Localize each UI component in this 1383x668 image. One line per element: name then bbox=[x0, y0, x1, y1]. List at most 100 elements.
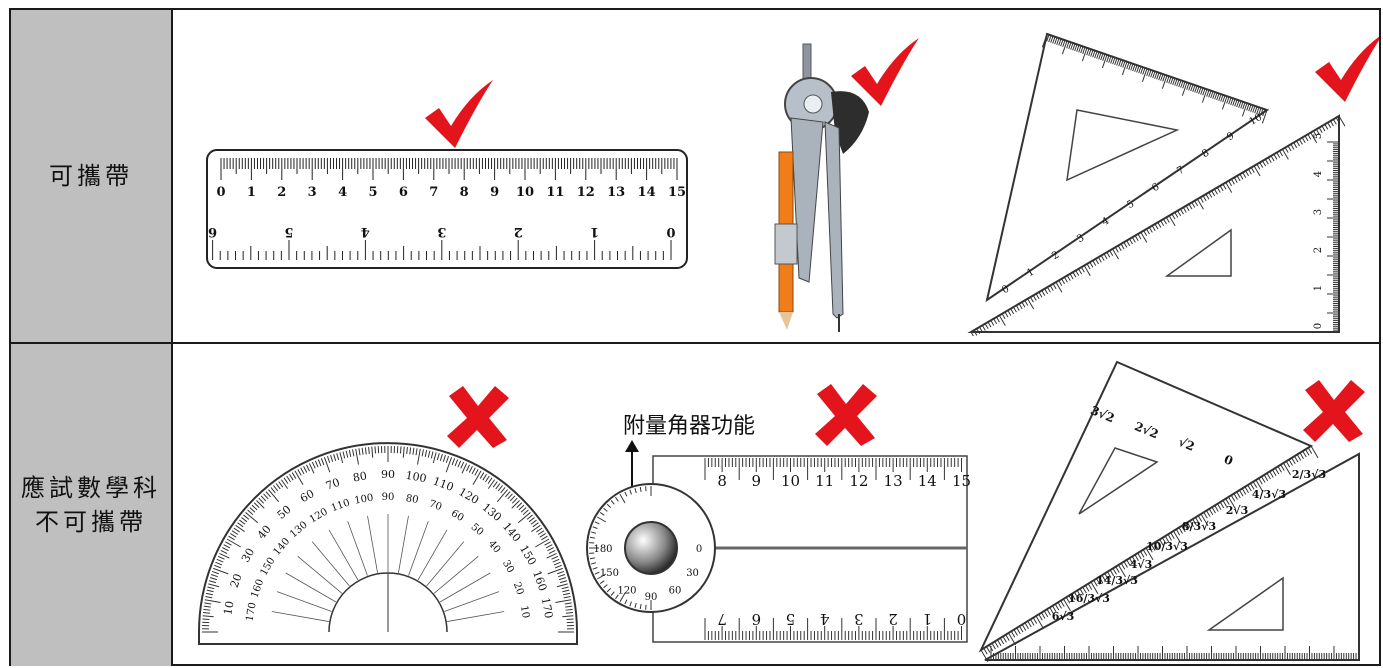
tick-mark bbox=[436, 453, 440, 461]
tick-mark bbox=[1142, 67, 1146, 75]
protractor-spoke bbox=[408, 520, 429, 576]
tick-mark bbox=[1274, 467, 1280, 475]
tick-mark bbox=[1027, 298, 1035, 310]
tick-mark bbox=[615, 594, 619, 600]
tick-mark bbox=[1172, 78, 1176, 86]
ruler-number: 13 bbox=[884, 472, 903, 490]
tick-mark bbox=[1335, 117, 1340, 124]
tick-mark bbox=[610, 500, 615, 505]
tick-mark bbox=[1100, 53, 1104, 61]
tick-mark bbox=[1116, 58, 1120, 66]
tick-mark bbox=[1092, 50, 1096, 58]
ruler-number: 10 bbox=[781, 472, 800, 490]
tick-mark bbox=[306, 464, 310, 472]
tick-mark bbox=[1046, 34, 1050, 42]
tick-mark bbox=[466, 464, 470, 472]
tick-mark bbox=[1115, 566, 1120, 573]
tick-mark bbox=[1024, 300, 1029, 306]
protractor-spoke bbox=[426, 541, 465, 587]
tick-mark bbox=[1154, 223, 1159, 230]
tick-mark bbox=[1131, 237, 1136, 243]
tick-mark bbox=[1126, 240, 1131, 246]
protractor-number: 30 bbox=[239, 546, 257, 565]
tick-mark bbox=[1242, 102, 1246, 110]
tick-mark bbox=[1285, 461, 1291, 468]
tick-mark bbox=[1211, 506, 1216, 514]
protractor-spoke bbox=[311, 541, 350, 587]
tick-mark bbox=[1239, 489, 1244, 497]
ruler-number: 12 bbox=[849, 472, 868, 490]
tick-mark bbox=[979, 326, 983, 333]
tick-mark bbox=[1200, 513, 1209, 527]
tick-mark bbox=[1245, 170, 1250, 177]
tick-mark bbox=[1269, 471, 1274, 478]
tick-mark bbox=[1165, 217, 1170, 223]
tick-mark bbox=[1013, 306, 1017, 313]
tick-mark bbox=[1010, 631, 1016, 638]
tick-mark bbox=[1176, 79, 1180, 87]
scale-number: 0 bbox=[1313, 323, 1324, 329]
tick-mark bbox=[619, 494, 626, 504]
tick-mark bbox=[495, 483, 501, 490]
protractor-spoke bbox=[439, 572, 491, 603]
tick-mark bbox=[1110, 56, 1114, 64]
tick-mark bbox=[1151, 225, 1156, 232]
tick-mark bbox=[1134, 235, 1139, 241]
tick-mark bbox=[1118, 564, 1126, 578]
protractor-number: 20 bbox=[228, 572, 245, 590]
fraction-label: 16/3√3 bbox=[1068, 592, 1110, 605]
tick-mark bbox=[214, 564, 222, 569]
cross-mark-icon bbox=[815, 384, 877, 446]
tick-mark bbox=[1293, 142, 1298, 148]
ruler-number: 7 bbox=[717, 610, 727, 628]
tick-mark bbox=[1241, 488, 1247, 495]
tick-mark bbox=[1095, 258, 1099, 265]
tick-mark bbox=[300, 467, 305, 475]
tick-mark bbox=[1107, 571, 1112, 579]
tick-mark bbox=[415, 448, 418, 456]
tick-mark bbox=[980, 649, 989, 663]
tick-mark bbox=[1310, 445, 1319, 459]
tick-mark bbox=[291, 472, 297, 479]
tick-mark bbox=[1083, 265, 1091, 276]
ruler-number: 4 bbox=[361, 224, 370, 239]
tick-mark bbox=[1122, 60, 1126, 68]
tick-mark bbox=[1191, 202, 1196, 208]
tick-mark bbox=[1332, 119, 1337, 125]
ruler-number: 5 bbox=[786, 610, 796, 628]
tick-mark bbox=[1228, 496, 1236, 510]
tick-mark bbox=[445, 455, 450, 463]
tick-mark bbox=[1140, 551, 1145, 558]
protractor-function-annotation: 附量角器功能 bbox=[623, 414, 756, 439]
tick-mark bbox=[1008, 632, 1016, 646]
tick-mark bbox=[624, 491, 628, 497]
tick-mark bbox=[1088, 49, 1092, 57]
tick-mark bbox=[1240, 101, 1244, 109]
ruler-number: 4 bbox=[820, 610, 830, 628]
tick-mark bbox=[1220, 94, 1224, 102]
tick-mark bbox=[1197, 515, 1203, 522]
tick-mark bbox=[1156, 72, 1160, 80]
dial-number: 180 bbox=[593, 544, 612, 555]
protractor-spoke bbox=[328, 529, 359, 581]
tick-mark bbox=[606, 503, 612, 509]
tick-mark bbox=[1096, 51, 1100, 59]
tick-mark bbox=[1222, 500, 1227, 507]
cross-mark-icon bbox=[447, 386, 509, 448]
tick-mark bbox=[1058, 38, 1062, 46]
tick-mark bbox=[1038, 291, 1043, 298]
tick-mark bbox=[323, 457, 331, 473]
tick-mark bbox=[987, 321, 992, 328]
tick-mark bbox=[421, 449, 424, 457]
tick-mark bbox=[1205, 193, 1210, 200]
tick-mark bbox=[260, 495, 267, 502]
tick-mark bbox=[1063, 598, 1071, 612]
tick-mark bbox=[1324, 124, 1329, 130]
tick-mark bbox=[1186, 522, 1192, 529]
tick-mark bbox=[1109, 250, 1114, 256]
tick-mark bbox=[1038, 614, 1043, 621]
tick-mark bbox=[1021, 624, 1027, 631]
tick-mark bbox=[409, 447, 412, 455]
tick-mark bbox=[507, 493, 513, 500]
